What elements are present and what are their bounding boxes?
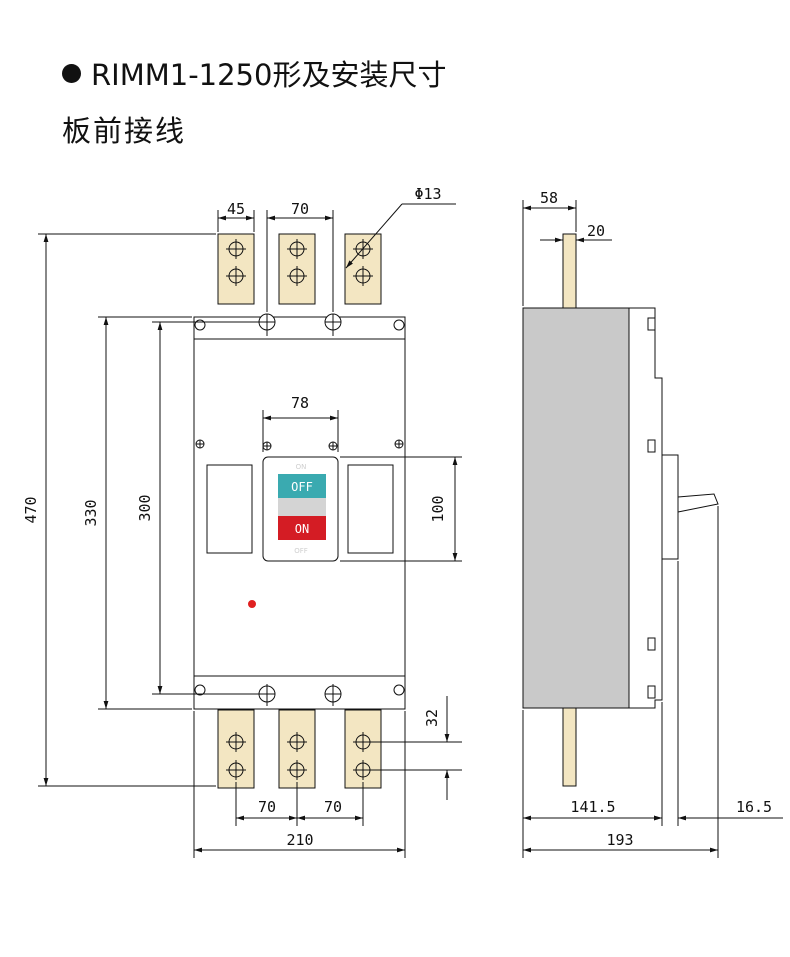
window-right: [347, 464, 394, 554]
small-label-bottom: OFF: [294, 547, 308, 555]
off-button: [278, 474, 326, 498]
small-label-top: ON: [296, 463, 307, 471]
dim-handle-width: 78: [291, 394, 309, 412]
dim-top-depth: 58: [540, 189, 558, 207]
screw-icons: [195, 439, 404, 451]
page-subtitle: 板前接线: [62, 114, 187, 148]
dim-overall-height: 470: [22, 496, 40, 523]
dim-bottom-pitch-right: 70: [324, 798, 342, 816]
dim-body-height: 330: [82, 499, 100, 526]
page-title: RIMM1-1250形及安装尺寸: [62, 52, 446, 94]
dim-hole-dia: Φ13: [414, 185, 441, 203]
dim-top-bus-pitch: 70: [291, 200, 309, 218]
top-mount-holes: [258, 313, 342, 336]
side-body: [522, 307, 630, 709]
dim-body-depth: 141.5: [570, 798, 615, 816]
on-button-label: ON: [295, 522, 309, 536]
on-button: [278, 516, 326, 540]
front-view: [38, 203, 462, 858]
dim-top-bus-width: 45: [227, 200, 245, 218]
dim-bus-thickness: 20: [587, 222, 605, 240]
bottom-mount-holes: [258, 684, 342, 706]
dim-terminal-hole-spacing: 32: [423, 709, 441, 727]
indicator-dot: [248, 600, 256, 608]
top-bus-holes: [226, 239, 373, 286]
off-button-label: OFF: [291, 480, 313, 494]
dim-handle-protrusion: 16.5: [736, 798, 772, 816]
dim-handle-height: 100: [429, 495, 447, 522]
bullet-icon: [62, 63, 81, 83]
title-text: RIMM1-1250形及安装尺寸: [91, 58, 447, 92]
dim-mount-height: 300: [136, 494, 154, 521]
dim-overall-depth: 193: [606, 831, 633, 849]
side-view: [522, 200, 783, 858]
dim-overall-width: 210: [286, 831, 313, 849]
dim-bottom-pitch-left: 70: [258, 798, 276, 816]
window-left: [206, 464, 253, 554]
